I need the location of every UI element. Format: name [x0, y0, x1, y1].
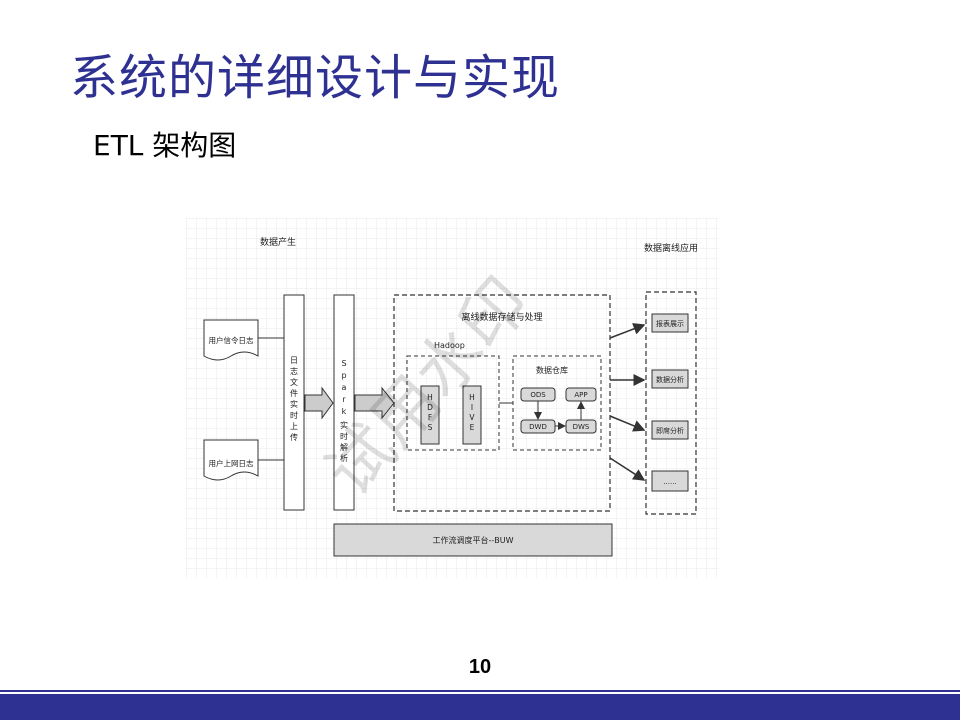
hdfs-char: S: [428, 423, 433, 432]
app-report: [651, 313, 689, 333]
slide-subtitle: ETL 架构图: [93, 129, 237, 162]
spark-char: 解: [340, 442, 348, 452]
upload-bar: [283, 294, 305, 511]
upload-char: 时: [290, 410, 298, 420]
apps-box: [645, 291, 697, 515]
footer-bar: [0, 694, 960, 720]
app-analysis: [651, 369, 689, 389]
hdfs-char: D: [427, 403, 433, 412]
hive-char: H: [469, 393, 475, 402]
hadoop-box: [406, 355, 500, 451]
dws-label: DWS: [573, 423, 590, 431]
hive-char: E: [470, 423, 475, 432]
scheduler-bar: [333, 523, 613, 557]
scheduler-label: 工作流调度平台--BUW: [432, 535, 513, 545]
section-apps-label: 数据离线应用: [644, 242, 698, 254]
log-doc-web: 用户上网日志: [203, 439, 259, 481]
upload-char: 上: [290, 422, 298, 431]
hive-box: [462, 385, 482, 445]
hdfs-box: [420, 385, 440, 445]
block-arrow-upload-to-spark: [304, 386, 334, 420]
hive-char: I: [471, 403, 473, 412]
offline-storage-title: 离线数据存储与处理: [461, 311, 542, 323]
spark-char: 析: [340, 453, 348, 463]
upload-char: 文: [290, 377, 298, 387]
upload-char: 实: [290, 399, 298, 409]
upload-char: 日: [290, 356, 298, 365]
app-analysis-label: 数据分析: [656, 375, 684, 384]
log-doc-cmd-label: 用户信令日志: [209, 335, 254, 345]
app-more-label: ......: [663, 478, 676, 486]
hive-char: V: [469, 413, 475, 422]
dwd-label: DWD: [529, 423, 547, 431]
log-doc-web-label: 用户上网日志: [209, 458, 254, 468]
spark-char: p: [341, 371, 346, 380]
spark-char: r: [342, 395, 346, 404]
hdfs-char: H: [427, 393, 433, 402]
app-more: [651, 470, 689, 492]
hadoop-label: Hadoop: [434, 341, 465, 350]
etl-architecture-diagram: 数据产生 数据离线应用 用户信令日志 用户上网日志 日 志 文 件 实 时 上 …: [186, 218, 718, 578]
page-number: 10: [468, 656, 492, 678]
arrow-to-app-2: [609, 415, 646, 432]
footer-line: [0, 690, 960, 692]
upload-char: 件: [290, 388, 298, 398]
spark-char: a: [342, 383, 347, 392]
spark-bar-text: S p a r k 实 时 解 析: [340, 359, 348, 463]
app-report-label: 报表展示: [656, 319, 684, 328]
ods-label: ODS: [530, 391, 546, 399]
log-doc-cmd: 用户信令日志: [203, 319, 259, 361]
spark-char: k: [342, 407, 347, 416]
slide-title: 系统的详细设计与实现: [70, 50, 561, 106]
upload-bar-text: 日 志 文 件 实 时 上 传: [290, 356, 298, 442]
app-label: APP: [574, 391, 587, 399]
spark-char: 时: [340, 431, 348, 441]
hdfs-char: F: [428, 413, 432, 422]
upload-char: 志: [290, 366, 298, 376]
grid-background: [186, 218, 718, 578]
arrow-to-app-0: [609, 323, 646, 339]
warehouse-box: [512, 355, 602, 451]
app-adhoc-label: 即席分析: [656, 426, 684, 435]
spark-char: S: [341, 359, 346, 368]
section-produce-label: 数据产生: [260, 236, 296, 248]
spark-bar: [333, 294, 355, 511]
warehouse-label: 数据仓库: [536, 365, 568, 375]
app-adhoc: [651, 420, 689, 440]
offline-storage-box: [393, 294, 611, 512]
upload-char: 传: [290, 432, 298, 442]
block-arrow-spark-to-offline: [354, 386, 395, 420]
arrow-to-app-3: [609, 457, 646, 481]
spark-char: 实: [340, 420, 348, 430]
